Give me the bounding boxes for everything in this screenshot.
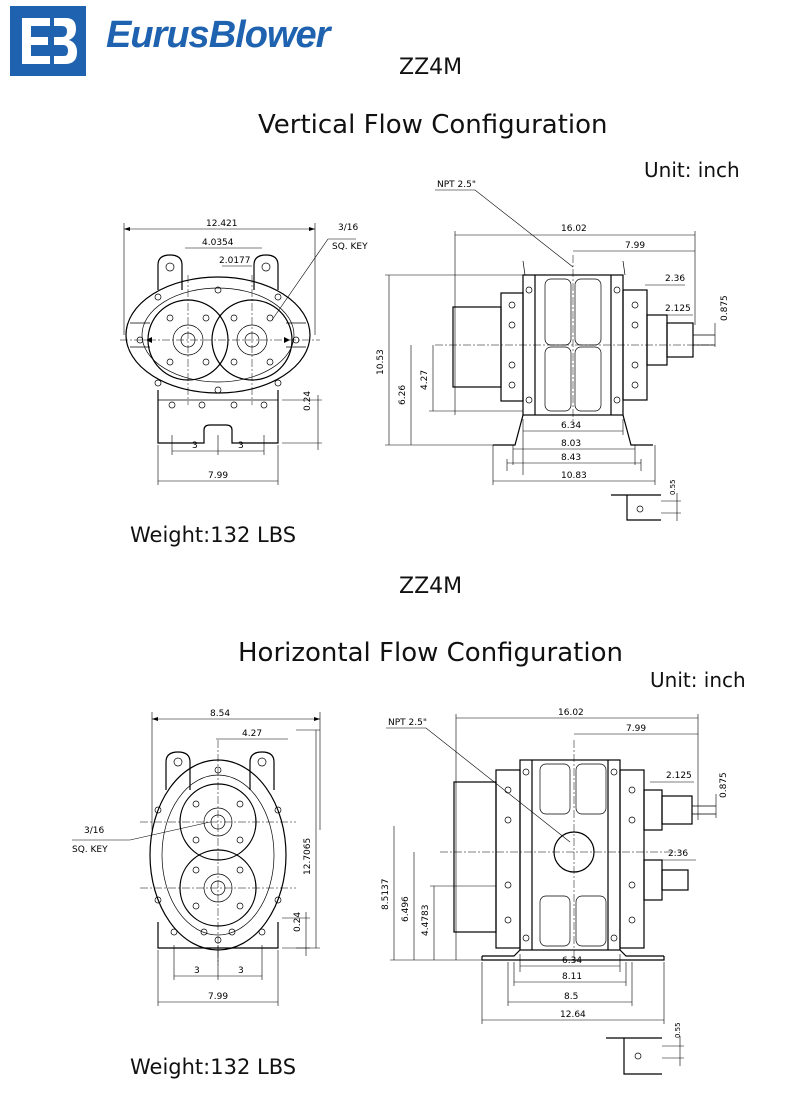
logo-eb-mark-icon (22, 18, 77, 64)
horizontal-side-dim-85137: 8.5137 (381, 879, 391, 911)
horizontal-side-dim-236: 2.36 (668, 849, 688, 859)
horizontal-side-dim-1602: 16.02 (558, 708, 584, 718)
vertical-front-key-size: 3/16 (338, 223, 358, 233)
horizontal-model-title: ZZ4M (399, 574, 463, 599)
horizontal-config-title: Horizontal Flow Configuration (238, 638, 623, 668)
vertical-unit-label: Unit: inch (644, 158, 740, 182)
vertical-side-dim-1053: 10.53 (376, 349, 386, 375)
vertical-side-dim-055: 0.55 (669, 479, 677, 495)
vertical-model-title: ZZ4M (399, 55, 463, 80)
vertical-front-dim-3a: 3 (192, 441, 198, 451)
vertical-side-npt-label: NPT 2.5" (437, 180, 476, 190)
vertical-side-dim-803: 8.03 (561, 439, 581, 449)
horizontal-side-dim-055: 0.55 (674, 1022, 682, 1038)
vertical-front-dim-40354: 4.0354 (202, 238, 234, 248)
horizontal-side-dim-634: 6.34 (562, 956, 582, 966)
vertical-side-dim-626: 6.26 (398, 385, 408, 405)
horizontal-side-dim-6496: 6.496 (401, 896, 411, 922)
horizontal-front-dim-854: 8.54 (210, 709, 230, 719)
horizontal-weight-label: Weight:132 LBS (130, 1055, 297, 1079)
horizontal-front-dim-799: 7.99 (208, 992, 228, 1002)
brand-name: EurusBlower (106, 14, 330, 56)
horizontal-front-dim-3a: 3 (194, 966, 200, 976)
horizontal-side-dim-2125: 2.125 (666, 771, 692, 781)
horizontal-front-view: 8.54 4.27 3/16 SQ. KEY 12.7065 0.24 3 3 … (72, 709, 321, 1006)
vertical-front-dim-3b: 3 (238, 441, 244, 451)
horizontal-front-key-size: 3/16 (84, 826, 104, 836)
horizontal-front-dim-127065: 12.7065 (303, 838, 313, 875)
brand-logo (10, 6, 86, 76)
vertical-side-dim-634: 6.34 (561, 421, 581, 431)
horizontal-front-dim-3b: 3 (238, 966, 244, 976)
vertical-side-dim-1602: 16.02 (561, 224, 587, 234)
vertical-side-view: NPT 2.5" 16.02 7.99 2.36 2.125 0.875 10.… (376, 180, 730, 521)
horizontal-side-view: NPT 2.5" 16.02 7.99 2.125 0.875 2.36 8.5… (381, 708, 729, 1075)
vertical-config-title: Vertical Flow Configuration (258, 110, 608, 140)
horizontal-front-key-label: SQ. KEY (72, 845, 108, 855)
vertical-side-dim-236: 2.36 (665, 274, 685, 284)
vertical-side-dim-427: 4.27 (420, 370, 430, 390)
vertical-side-dim-2125: 2.125 (665, 304, 691, 314)
vertical-side-dim-843: 8.43 (561, 453, 581, 463)
horizontal-side-dim-1264: 12.64 (560, 1010, 586, 1020)
vertical-front-dim-024: 0.24 (303, 391, 313, 411)
horizontal-side-dim-0875: 0.875 (719, 772, 729, 798)
horizontal-side-dim-811: 8.11 (562, 972, 582, 982)
vertical-front-dim-20177: 2.0177 (219, 256, 251, 266)
horizontal-side-npt-label: NPT 2.5" (388, 718, 427, 728)
vertical-weight-label: Weight:132 LBS (130, 523, 297, 547)
vertical-side-dim-0875: 0.875 (720, 295, 730, 321)
vertical-front-key-label: SQ. KEY (332, 242, 368, 252)
vertical-front-dim-799: 7.99 (208, 471, 228, 481)
vertical-side-dim-1083: 10.83 (561, 471, 587, 481)
horizontal-side-dim-44783: 4.4783 (421, 905, 431, 937)
horizontal-side-dim-799: 7.99 (626, 724, 646, 734)
vertical-side-dim-799: 7.99 (625, 241, 645, 251)
vertical-front-view: 12.421 4.0354 2.0177 3/16 SQ. KEY 0.24 3… (120, 219, 368, 485)
horizontal-side-dim-85: 8.5 (564, 992, 578, 1002)
horizontal-front-dim-427: 4.27 (242, 729, 262, 739)
horizontal-front-dim-024: 0.24 (293, 912, 303, 932)
horizontal-unit-label: Unit: inch (650, 668, 746, 692)
vertical-front-dim-12421: 12.421 (206, 219, 238, 229)
